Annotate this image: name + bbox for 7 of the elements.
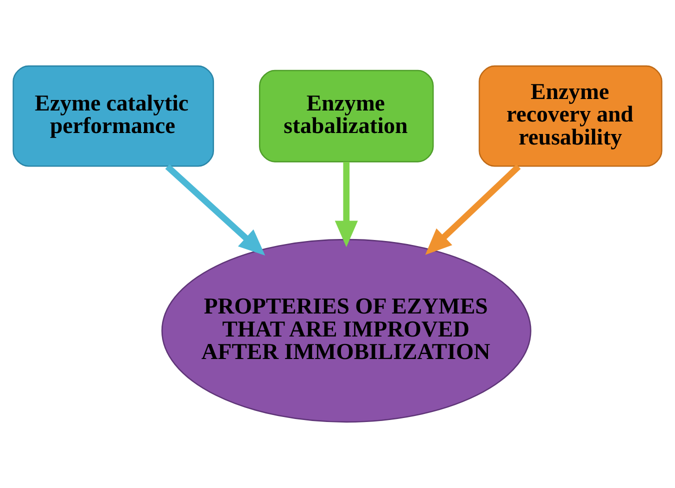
arrow [165,164,266,256]
node-ellipse: PROPTERIES OF EZYMES THAT ARE IMPROVED AFTER IMMOBILIZATION [161,238,532,423]
node-box: Ezyme catalytic performance [12,65,214,167]
node-box: Enzyme recovery and reusability [478,65,662,167]
node-box: Enzyme stabalization [258,70,434,162]
arrow [425,164,521,255]
arrow [334,162,358,248]
